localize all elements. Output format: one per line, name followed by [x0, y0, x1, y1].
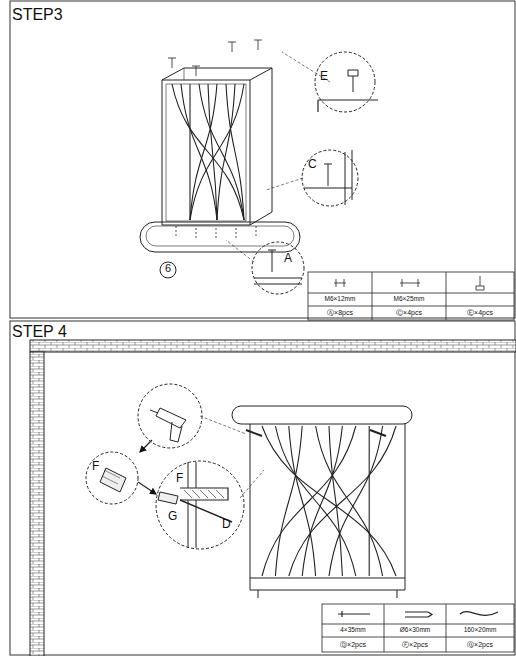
- frame-curve: [329, 426, 342, 576]
- table-cell: M6×12mm: [308, 296, 372, 303]
- base-oval: [140, 222, 300, 252]
- table-cell: Ø6×30mm: [384, 627, 446, 634]
- parts-table: [308, 272, 514, 320]
- table-cell: Ⓐ×8pcs: [308, 309, 372, 316]
- part-letter: E: [320, 70, 328, 82]
- frame-curve: [289, 426, 316, 576]
- frame-curve: [190, 84, 244, 220]
- wall: [30, 340, 516, 352]
- table-frame: [162, 68, 272, 225]
- frame-curve: [275, 426, 302, 576]
- frame-curve: [208, 84, 217, 220]
- part-letter: C: [308, 158, 317, 170]
- frame-curve: [369, 426, 370, 576]
- frame-curve: [316, 426, 383, 576]
- table-cell: Ⓓ×2pcs: [322, 641, 384, 648]
- frame-curve: [181, 84, 217, 220]
- table-cell: M6×25mm: [372, 296, 446, 303]
- step-heading: STEP3: [12, 7, 63, 23]
- table-cell: Ⓕ×2pcs: [384, 641, 446, 648]
- frame-curve: [199, 84, 244, 220]
- part-letter: G: [168, 510, 177, 522]
- frame-curve: [329, 426, 383, 576]
- frame-curve: [289, 426, 396, 576]
- frame-curve: [189, 84, 190, 220]
- frame-curve: [262, 426, 396, 576]
- table-cell: Ⓔ×4pcs: [446, 309, 514, 316]
- callout-number: 6: [162, 263, 174, 274]
- frame-curve: [226, 84, 244, 220]
- frame-curve: [217, 84, 235, 220]
- table-top: [232, 406, 412, 424]
- table-cell: Ⓖ×2pcs: [446, 641, 514, 648]
- part-letter: A: [284, 252, 292, 264]
- table-cell: 4×35mm: [322, 627, 384, 634]
- step-heading: STEP 4: [12, 324, 67, 340]
- part-letter: D: [222, 518, 231, 530]
- frame-curve: [275, 426, 355, 576]
- table-cell: 160×20mm: [446, 627, 514, 634]
- part-letter: F: [176, 472, 183, 484]
- part-letter: F: [92, 460, 99, 472]
- table-cell: Ⓒ×4pcs: [372, 309, 446, 316]
- frame-curve: [172, 84, 244, 220]
